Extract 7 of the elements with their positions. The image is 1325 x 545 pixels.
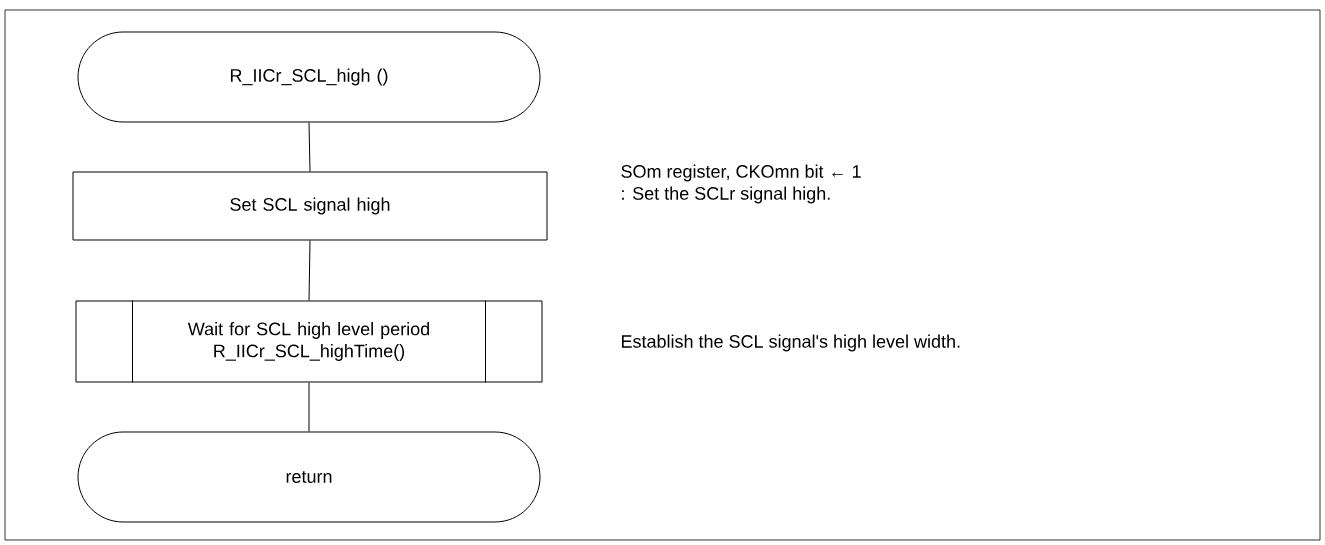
comment-text: Establish the SCL signal's high level width.: [622, 334, 960, 352]
connector-line: [308, 382, 310, 432]
connector-line: [308, 240, 311, 301]
subroutine-box: Wait for SCL high level period R_IICr_SCL_highTime(): [75, 300, 543, 383]
process-box: Set SCL signal high: [72, 171, 548, 241]
comment-text: SOm register, CKOmn bit ← 1 : Set the SCLr signal high.: [621, 164, 861, 204]
connector-line: [308, 122, 311, 172]
